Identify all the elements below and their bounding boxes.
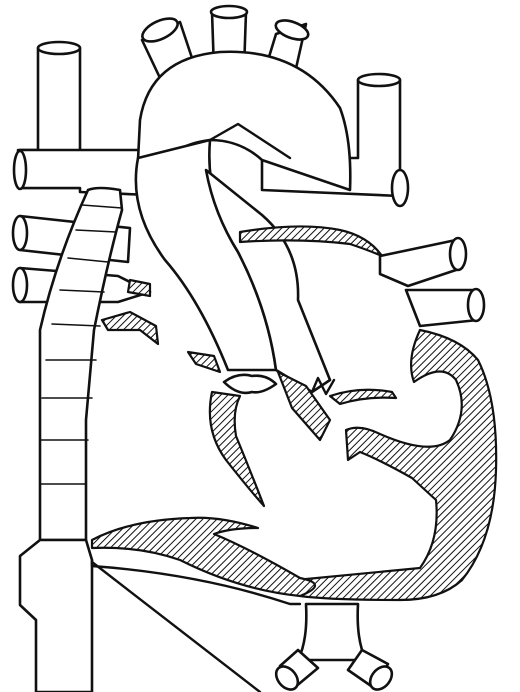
superior-vena-cava-opening: [38, 42, 80, 54]
aortic-valve: [224, 375, 276, 393]
left-upper-vessel-opening: [358, 74, 400, 86]
right-pa-opening: [14, 151, 26, 189]
rupv-opening: [13, 216, 27, 250]
venous-column: [20, 188, 122, 692]
septal-crest: [330, 390, 396, 404]
carotid-opening: [211, 6, 247, 18]
right-atrial-roof: [102, 312, 158, 344]
descending-aorta-group: [272, 604, 397, 692]
right-ventricle-floor: [92, 518, 315, 596]
left-pulmonary-veins: [380, 238, 484, 326]
rlpv-opening: [13, 268, 27, 302]
llpv-opening: [468, 289, 484, 321]
left-pa-opening: [392, 170, 408, 206]
right-upper-vessel-group: [14, 42, 150, 195]
lupv-opening: [450, 238, 466, 270]
descending-aorta: [298, 604, 366, 660]
right-pulmonary-artery-branch: [18, 150, 150, 195]
inferior-vena-cava: [20, 540, 92, 692]
interatrial-fold: [188, 352, 220, 372]
right-vein-ostium: [128, 280, 150, 296]
right-ventricle-wall: [210, 392, 264, 506]
